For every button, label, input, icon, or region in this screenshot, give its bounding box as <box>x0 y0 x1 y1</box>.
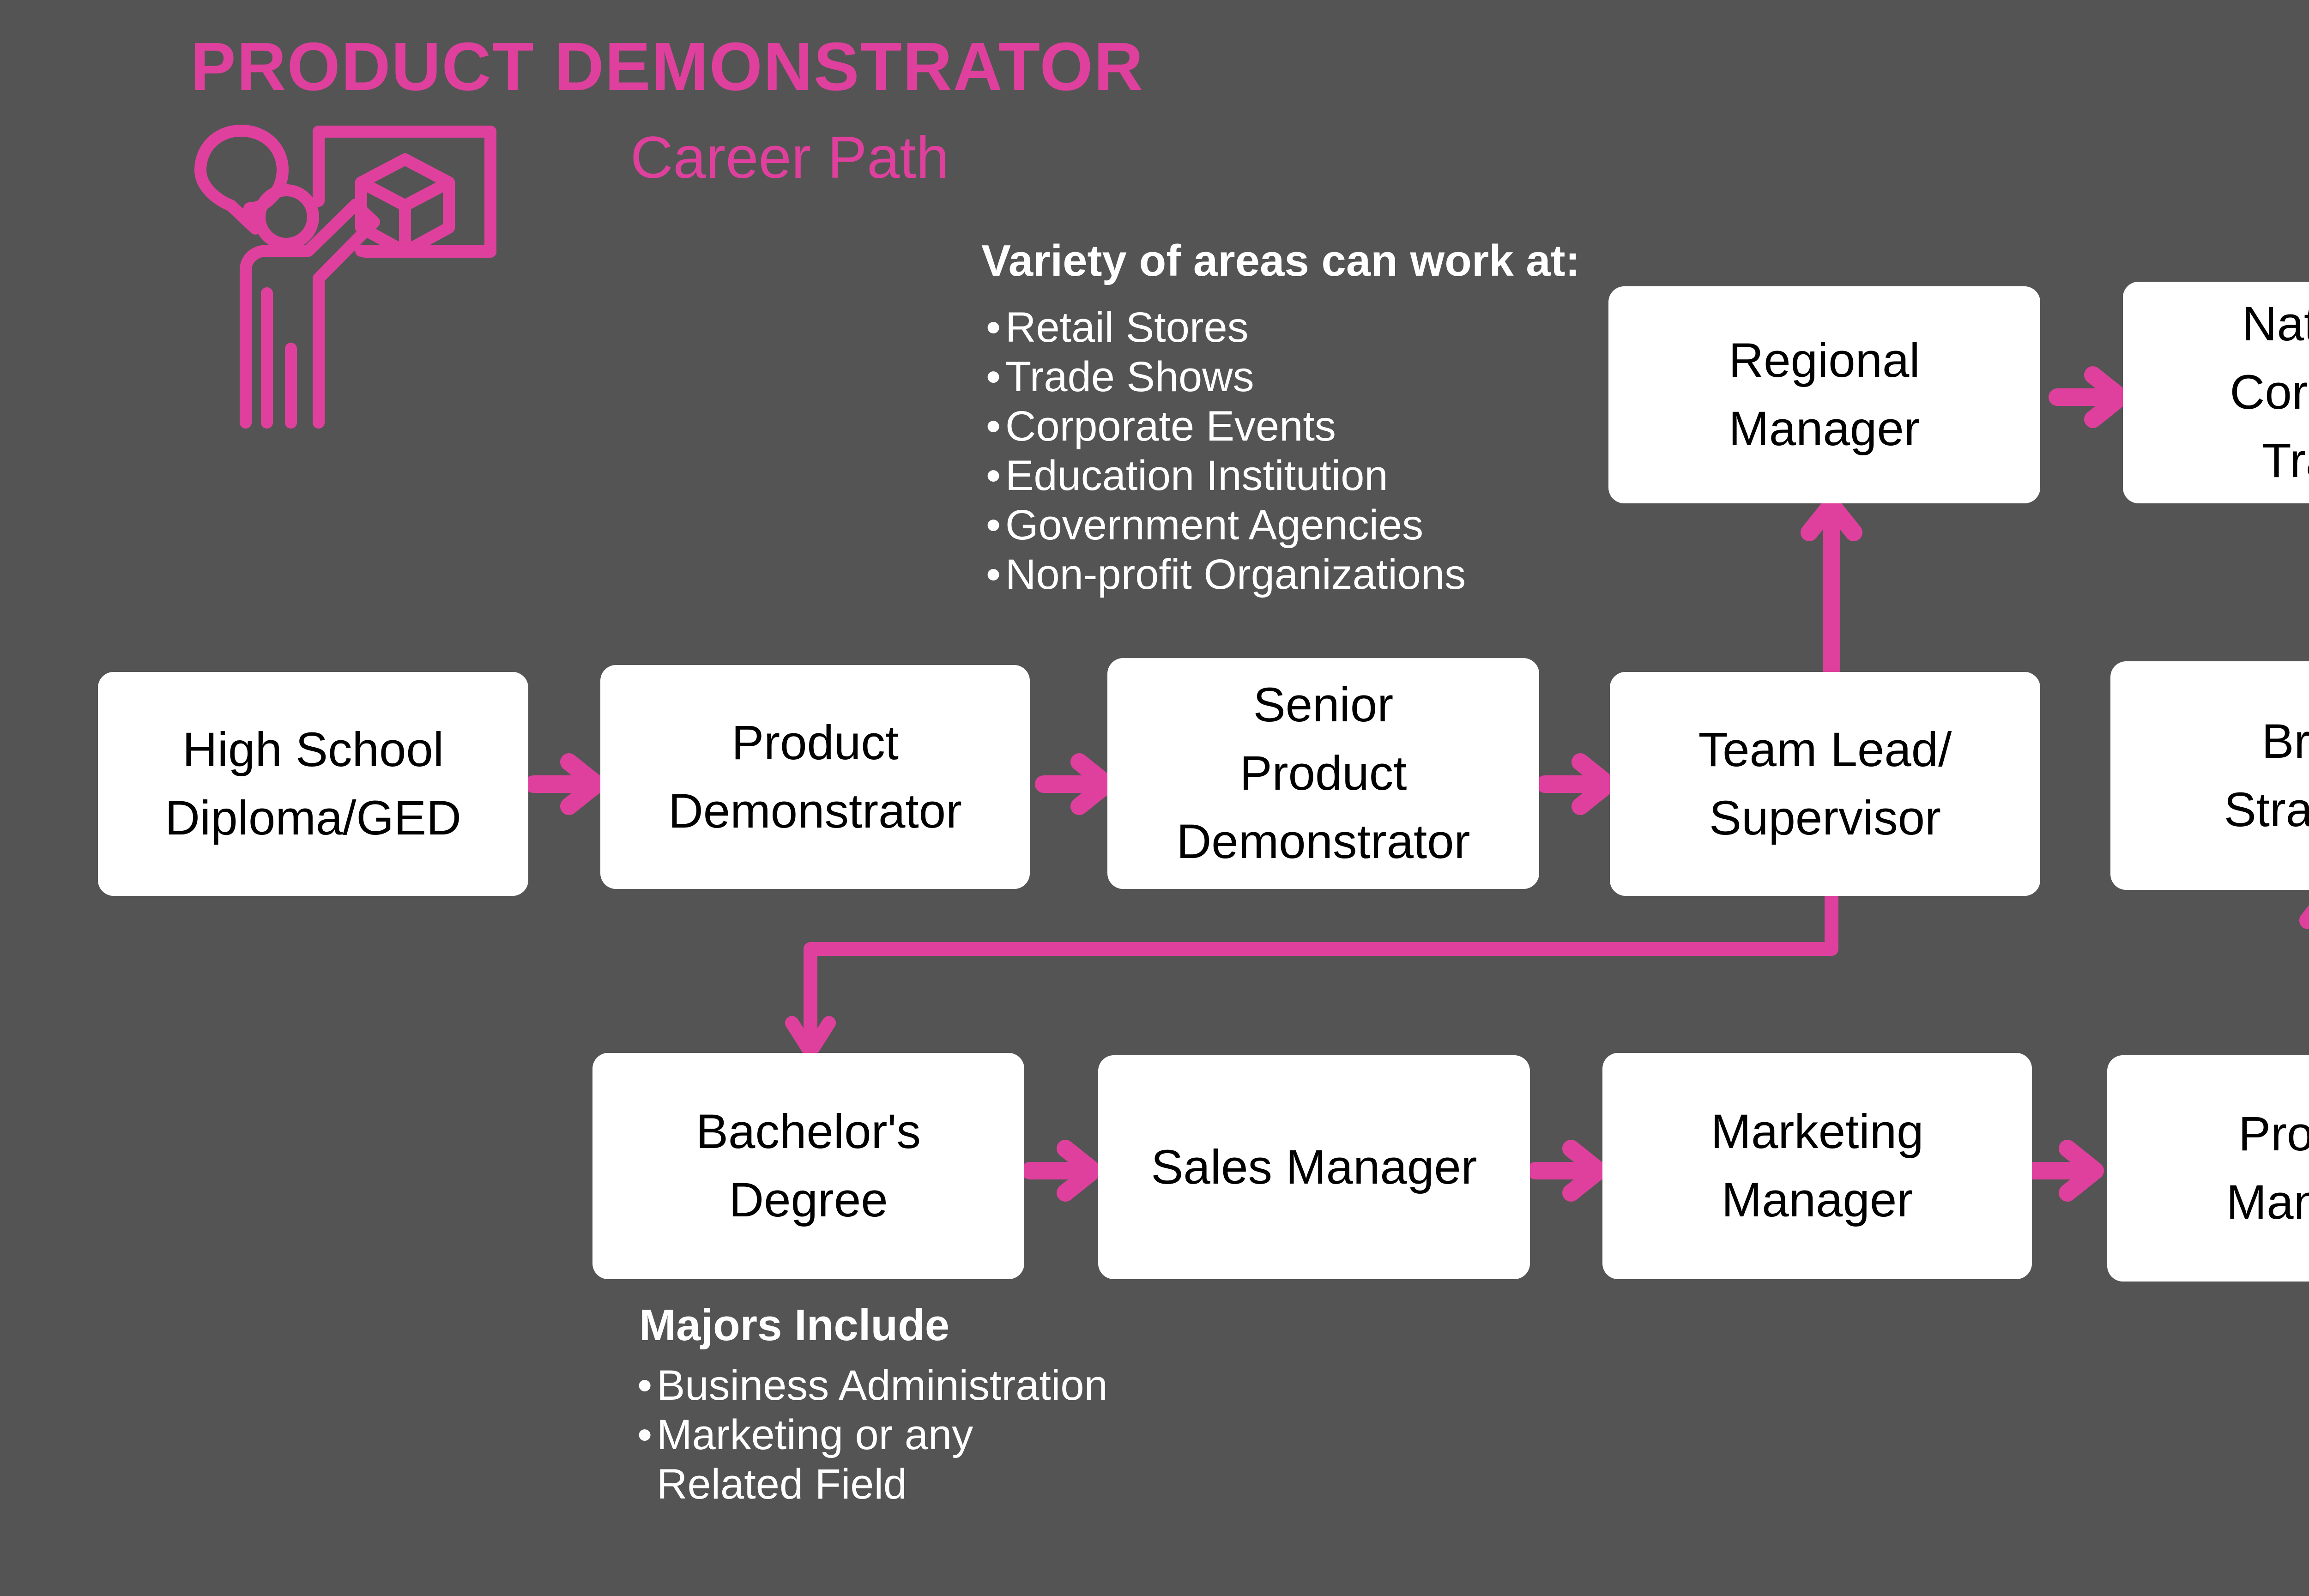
node-team-lead-supervisor[interactable]: Team Lead/Supervisor <box>1610 672 2040 896</box>
node-sales-manager[interactable]: Sales Manager <box>1098 1055 1530 1279</box>
majors-info-block: Majors Include Business Administration M… <box>633 1300 1108 1509</box>
arrow-marketing-manager-to-product-manager <box>2023 1140 2104 1202</box>
arrow-product-demonstrator-to-senior <box>1035 753 1116 815</box>
list-item: Trade Shows <box>981 352 1580 402</box>
arrow-senior-to-team-lead <box>1536 753 1617 815</box>
list-item: Education Institution <box>981 451 1580 501</box>
arrow-team-lead-to-regional-manager <box>1801 496 1862 681</box>
list-item: Business Administration <box>633 1361 1108 1410</box>
node-national-corporate-trainer[interactable]: National/CorporateTrainer <box>2123 282 2309 503</box>
arrow-bachelors-to-sales-manager <box>1021 1140 1102 1202</box>
list-item: Corporate Events <box>981 402 1580 451</box>
arrow-team-lead-to-bachelors-degree <box>785 889 1838 1059</box>
majors-heading: Majors Include <box>639 1300 950 1350</box>
list-item: Non-profit Organizations <box>981 550 1580 599</box>
arrow-sales-manager-to-marketing-manager <box>1527 1140 1608 1202</box>
areas-info-block: Variety of areas can work at: Retail Sto… <box>981 236 1580 599</box>
list-item-line2: Related Field <box>657 1461 907 1508</box>
arrow-high-school-to-product-demonstrator <box>525 753 605 815</box>
majors-list: Business Administration Marketing or any… <box>633 1361 1108 1509</box>
list-item: Marketing or any Related Field <box>633 1410 1108 1509</box>
areas-list: Retail Stores Trade Shows Corporate Even… <box>981 303 1580 599</box>
arrow-regional-manager-to-trainer <box>2049 366 2129 428</box>
areas-heading: Variety of areas can work at: <box>981 236 1580 285</box>
node-brand-strategist[interactable]: BrandStrategist <box>2110 661 2309 890</box>
list-item: Government Agencies <box>981 501 1580 550</box>
page-title: PRODUCT DEMONSTRATOR <box>190 29 1144 105</box>
product-demonstrator-icon <box>180 118 503 441</box>
list-item: Retail Stores <box>981 303 1580 352</box>
list-item-line1: Marketing or any <box>657 1411 973 1458</box>
node-product-manager[interactable]: ProductManager <box>2107 1055 2309 1282</box>
page-subtitle: Career Path <box>630 125 949 191</box>
